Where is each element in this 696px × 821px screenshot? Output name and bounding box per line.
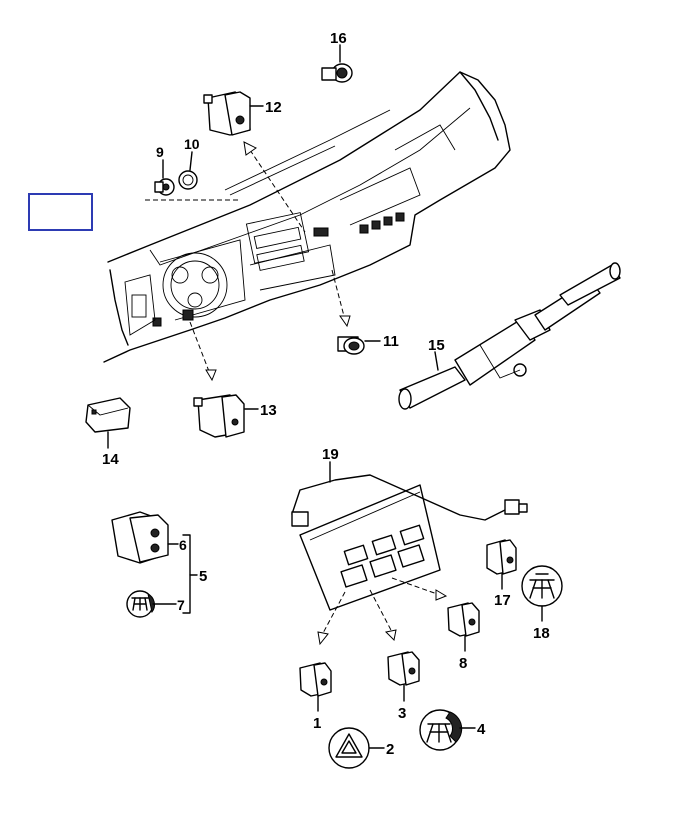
- part-15: 15: [398, 262, 621, 410]
- callout-9: 9: [156, 144, 164, 160]
- callout-4: 4: [477, 721, 486, 738]
- part-12: 12: [203, 91, 282, 136]
- callout-1: 1: [313, 715, 321, 732]
- selection-box[interactable]: [28, 193, 93, 231]
- callout-5: 5: [199, 568, 207, 585]
- callout-14: 14: [102, 451, 119, 468]
- part-5-bracket: 5: [182, 534, 207, 614]
- part-17: 17: [486, 539, 517, 609]
- callout-17: 17: [494, 592, 511, 609]
- part-6: 6: [111, 511, 187, 564]
- callout-10: 10: [184, 136, 200, 152]
- callout-16: 16: [330, 30, 347, 47]
- callout-6: 6: [179, 537, 187, 553]
- part-14: 14: [85, 397, 131, 468]
- part-11: 11: [337, 333, 399, 355]
- callout-7: 7: [177, 597, 185, 613]
- part-10: 10: [178, 136, 200, 190]
- part-19: 19: [291, 446, 528, 646]
- callout-11: 11: [383, 333, 399, 350]
- part-16: 16: [321, 30, 353, 83]
- part-13: 13: [193, 394, 277, 438]
- callout-18: 18: [533, 625, 550, 642]
- part-8: 8: [447, 602, 480, 672]
- part-2: 2: [328, 727, 394, 769]
- part-9: 9: [154, 144, 175, 196]
- callout-3: 3: [398, 705, 406, 722]
- callout-15: 15: [428, 337, 445, 354]
- dashboard-assembly: [103, 71, 511, 382]
- callout-13: 13: [260, 402, 277, 419]
- part-3: 3: [387, 651, 420, 722]
- callout-2: 2: [386, 741, 394, 758]
- callout-19: 19: [322, 446, 339, 463]
- part-1: 1: [299, 662, 332, 732]
- part-18: 18: [521, 565, 563, 642]
- part-4: 4: [419, 709, 486, 751]
- callout-12: 12: [265, 99, 282, 116]
- callout-8: 8: [459, 655, 467, 672]
- part-7: 7: [126, 590, 185, 618]
